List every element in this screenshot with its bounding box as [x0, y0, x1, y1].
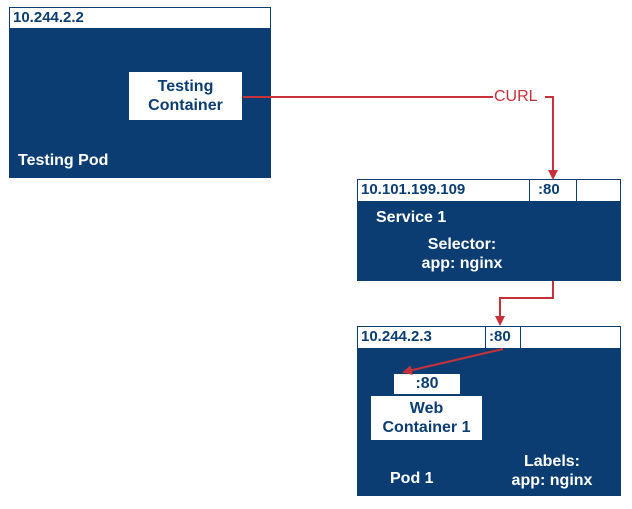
- testing-pod-header: 10.244.2.2: [9, 7, 271, 29]
- web-container-line2: Container 1: [382, 419, 471, 436]
- testing-pod-name: Testing Pod: [18, 152, 109, 169]
- curl-label: CURL: [493, 88, 539, 106]
- pod1-labels: Labels: app: nginx: [497, 452, 607, 490]
- labels-line2: app: nginx: [511, 472, 593, 489]
- service-header: 10.101.199.109 :80: [357, 179, 621, 202]
- service-name: Service 1: [376, 209, 447, 226]
- pod-1: 10.244.2.3 :80 :80 Web Container 1 Pod 1…: [357, 326, 621, 496]
- selector-line1: Selector:: [427, 236, 497, 253]
- web-container: Web Container 1: [370, 395, 483, 441]
- testing-pod-ip: 10.244.2.2: [13, 9, 84, 26]
- service-port: :80: [530, 180, 577, 201]
- testing-container-line1: Testing: [157, 78, 214, 95]
- web-container-port: :80: [393, 373, 461, 395]
- testing-pod: 10.244.2.2 Testing Container Testing Pod: [9, 7, 271, 178]
- curl-arrow-down: [545, 96, 558, 180]
- labels-line1: Labels:: [523, 453, 580, 470]
- pod1-header: 10.244.2.3 :80: [357, 326, 621, 349]
- pod1-port: :80: [486, 327, 521, 348]
- service-1: 10.101.199.109 :80 Service 1 Selector: a…: [357, 179, 621, 281]
- pod1-name: Pod 1: [390, 470, 434, 487]
- pod1-ip: 10.244.2.3: [358, 327, 486, 348]
- testing-container-line2: Container: [148, 97, 223, 114]
- service-ip: 10.101.199.109: [358, 180, 530, 201]
- service-selector: Selector: app: nginx: [397, 235, 527, 273]
- port-to-container-arrow: [402, 348, 504, 376]
- testing-container: Testing Container: [128, 71, 243, 121]
- service-to-pod-arrow: [495, 281, 554, 326]
- web-container-line1: Web: [409, 400, 444, 417]
- service-body: [357, 202, 621, 281]
- selector-line2: app: nginx: [421, 255, 503, 272]
